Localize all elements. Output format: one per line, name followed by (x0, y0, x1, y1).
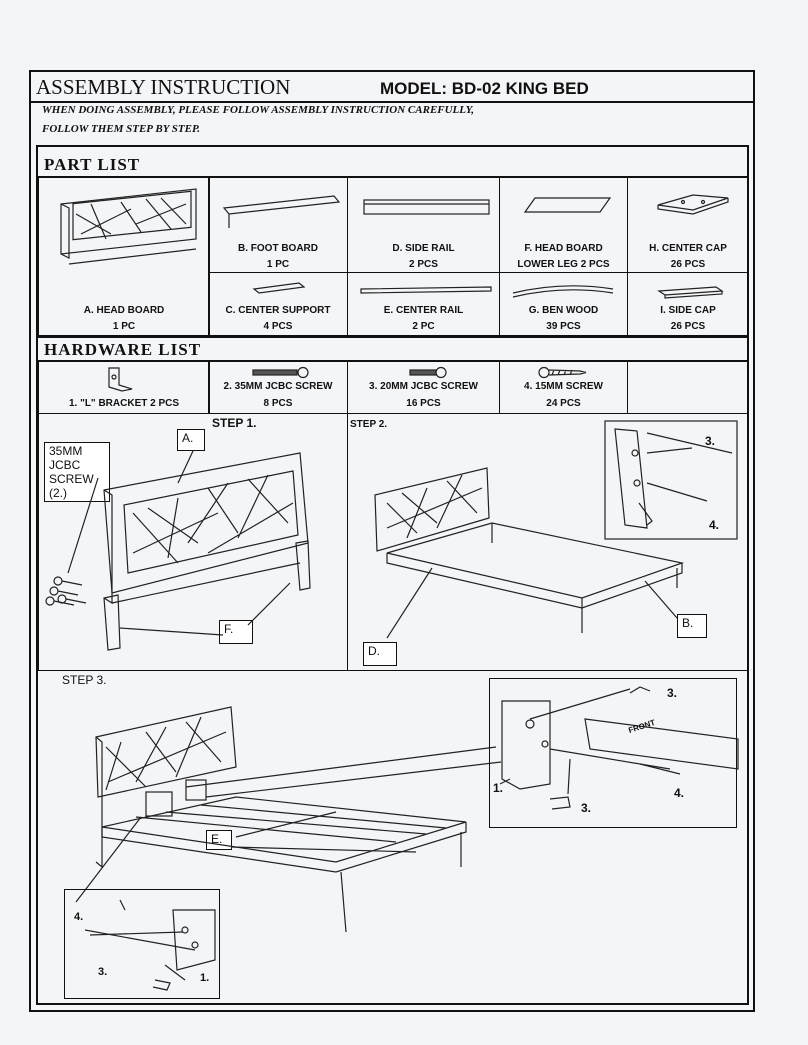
step3-detail2-number-1: 1. (200, 972, 210, 984)
step2-detail-number-4: 4. (709, 518, 720, 532)
step3-detail-box-1 (489, 678, 739, 828)
step3-bracket-detail (499, 686, 739, 810)
hardware-cell-4: 4. 15MM SCREW 24 PCS (499, 361, 628, 414)
hardware-divider-top (36, 336, 749, 338)
side-cap-icon (657, 286, 724, 299)
step2-bed-frame-drawing (374, 420, 738, 639)
instruction-note-2: FOLLOW THEM STEP BY STEP. (42, 123, 200, 135)
part-g-qty: 39 PCS (546, 321, 581, 332)
model-name: MODEL: BD-02 KING BED (380, 79, 589, 98)
hardware-3-name: 3. 20MM JCBC SCREW (369, 381, 478, 392)
part-e-qty: 2 PC (412, 321, 435, 332)
hardware-cell-2: 2. 35MM JCBC SCREW 8 PCS (208, 361, 348, 414)
part-g-name: G. BEN WOOD (528, 305, 599, 316)
step2-title: STEP 2. (350, 419, 388, 430)
screw-35mm-icon (252, 366, 309, 379)
part-cell-h: H. CENTER CAP 26 PCS (627, 177, 749, 273)
hardware-2-qty: 8 PCS (263, 398, 293, 409)
step2-panel (347, 413, 749, 671)
part-f-qty: LOWER LEG 2 PCS (517, 259, 610, 270)
document-frame (29, 70, 755, 1012)
step1-screws-illustration (45, 576, 87, 606)
step1-screw-callout: 35MM JCBC SCREW (2.) (44, 442, 110, 502)
hardware-1-name: 1. "L" BRACKET 2 PCS (68, 398, 180, 409)
part-h-name: H. CENTER CAP (649, 243, 727, 254)
bent-wood-icon (512, 285, 614, 298)
part-i-qty: 26 PCS (670, 321, 706, 332)
step1-title: STEP 1. (212, 416, 257, 430)
step3-bed-assembly-drawing (75, 706, 502, 933)
step3-detail1-number-3: 3. (667, 686, 678, 700)
step3-detail1-number-1: 1. (493, 781, 504, 795)
headboard-icon (60, 188, 197, 265)
screw-15mm-icon (538, 366, 587, 379)
part-cell-g: G. BEN WOOD 39 PCS (499, 272, 628, 336)
step3-detail1-number-4: 4. (674, 786, 685, 800)
step1-label-a: A. (177, 429, 205, 451)
part-c-qty: 4 PCS (263, 321, 293, 332)
part-list-heading: PART LIST (44, 155, 141, 174)
step3-detail1-number-3b: 3. (581, 801, 592, 815)
header-divider (29, 101, 755, 103)
hardware-2-name: 2. 35MM JCBC SCREW (223, 381, 333, 392)
step3-detail-box-2 (64, 889, 220, 999)
center-rail-icon (360, 286, 492, 294)
hardware-4-qty: 24 PCS (546, 398, 581, 409)
hardware-cell-3: 3. 20MM JCBC SCREW 16 PCS (347, 361, 500, 414)
instruction-note-1: WHEN DOING ASSEMBLY, PLEASE FOLLOW ASSEM… (42, 104, 475, 116)
page-title: ASSEMBLY INSTRUCTION (36, 75, 291, 99)
part-a-name: A. HEAD BOARD (83, 305, 165, 316)
part-cell-c: C. CENTER SUPPORT 4 PCS (208, 272, 348, 336)
center-cap-icon (657, 194, 729, 215)
hardware-list-heading: HARDWARE LIST (44, 340, 202, 359)
hardware-cell-1: 1. "L" BRACKET 2 PCS (38, 361, 210, 414)
part-a-qty: 1 PC (112, 321, 136, 332)
part-cell-e: E. CENTER RAIL 2 PC (347, 272, 500, 336)
part-d-name: D. SIDE RAIL (392, 243, 455, 254)
l-bracket-icon (108, 367, 133, 392)
step1-headboard-drawing (45, 450, 311, 651)
part-c-name: C. CENTER SUPPORT (225, 305, 331, 316)
part-cell-a: A. HEAD BOARD 1 PC (38, 177, 210, 336)
part-f-name: F. HEAD BOARD (524, 243, 603, 254)
hardware-3-qty: 16 PCS (406, 398, 441, 409)
step2-label-b: B. (677, 614, 707, 638)
step2-detail-number-3: 3. (705, 434, 716, 448)
step3-detail2-number-4: 4. (74, 911, 84, 923)
part-h-qty: 26 PCS (670, 259, 706, 270)
part-b-name: B. FOOT BOARD (238, 243, 318, 254)
footboard-icon (222, 195, 341, 228)
part-cell-f: F. HEAD BOARD LOWER LEG 2 PCS (499, 177, 628, 273)
part-d-qty: 2 PCS (409, 259, 438, 270)
part-e-name: E. CENTER RAIL (383, 305, 464, 316)
step1-label-f: F. (219, 620, 253, 644)
part-cell-b: B. FOOT BOARD 1 PC (208, 177, 348, 273)
step3-title: STEP 3. (62, 673, 107, 687)
step3-detail2-number-3: 3. (98, 966, 108, 978)
center-support-icon (252, 282, 306, 294)
side-rail-icon (363, 199, 490, 215)
headboard-lower-leg-icon (523, 197, 612, 213)
part-b-qty: 1 PC (266, 259, 290, 270)
step2-detail-inset (604, 420, 738, 540)
hardware-4-name: 4. 15MM SCREW (524, 381, 603, 392)
step2-label-d: D. (363, 642, 397, 666)
screw-20mm-icon (409, 366, 447, 379)
part-i-name: I. SIDE CAP (660, 305, 716, 316)
part-cell-d: D. SIDE RAIL 2 PCS (347, 177, 500, 273)
step3-bracket-detail-2 (84, 899, 216, 991)
part-cell-i: I. SIDE CAP 26 PCS (627, 272, 749, 336)
